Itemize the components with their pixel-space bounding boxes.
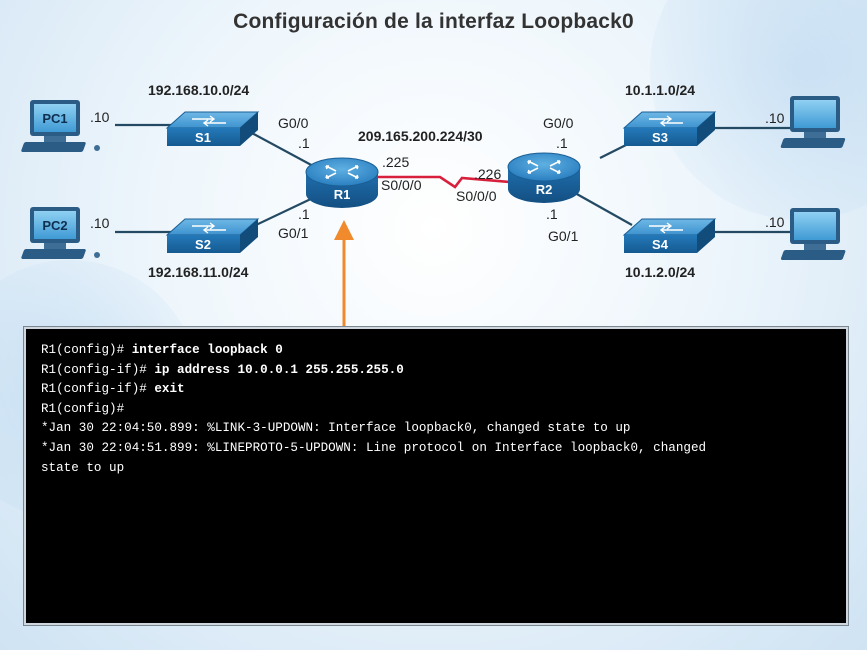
r1-g01-ip: .1 <box>298 206 310 222</box>
pc3-host-label: .10 <box>765 110 785 126</box>
router-r1-icon: R1 <box>305 157 379 208</box>
svg-text:S1: S1 <box>195 130 211 145</box>
cli-line: R1(config-if)# exit <box>41 382 185 397</box>
switch-s1-icon: S1 <box>165 111 260 146</box>
r1-s000-ip: .225 <box>382 154 410 170</box>
r1-s000-label: S0/0/0 <box>381 177 422 193</box>
pc1-icon: PC1 <box>21 100 100 152</box>
switch-s2-icon: S2 <box>165 218 260 253</box>
r1-g00-ip: .1 <box>298 135 310 151</box>
r2-g01-ip: .1 <box>546 206 558 222</box>
r2-g00-label: G0/0 <box>543 115 574 131</box>
pointer-arrow <box>334 220 354 326</box>
cli-terminal: R1(config)# interface loopback 0 R1(conf… <box>24 327 848 625</box>
network-label-10-1-1: 10.1.1.0/24 <box>625 82 696 98</box>
cli-line: *Jan 30 22:04:51.899: %LINEPROTO-5-UPDOW… <box>41 440 707 455</box>
r1-g01-label: G0/1 <box>278 225 309 241</box>
pc2-host-label: .10 <box>90 215 110 231</box>
network-topology: PC1 PC2 S1 S2 <box>21 96 846 326</box>
pc4-icon <box>780 208 846 260</box>
switch-s4-icon: S4 <box>622 218 717 253</box>
r2-s000-label: S0/0/0 <box>456 188 497 204</box>
r2-g01-label: G0/1 <box>548 228 579 244</box>
svg-text:R1: R1 <box>334 187 351 202</box>
link-r2-s4 <box>574 192 633 226</box>
switch-s3-icon: S3 <box>622 111 717 146</box>
router-r2-icon: R2 <box>507 152 581 203</box>
r1-g00-label: G0/0 <box>278 115 309 131</box>
cli-line: R1(config)# interface loopback 0 <box>41 343 283 357</box>
r2-g00-ip: .1 <box>556 135 568 151</box>
cli-line: R1(config-if)# ip address 10.0.0.1 255.2… <box>41 362 404 377</box>
svg-text:PC2: PC2 <box>42 218 67 233</box>
pc1-host-label: .10 <box>90 109 110 125</box>
diagram-title: Configuración de la interfaz Loopback0 <box>233 10 634 33</box>
svg-text:S2: S2 <box>195 237 211 252</box>
network-label-192-168-10: 192.168.10.0/24 <box>148 82 250 98</box>
network-label-192-168-11: 192.168.11.0/24 <box>148 264 249 280</box>
cli-line: state to up <box>41 460 125 475</box>
cli-line: *Jan 30 22:04:50.899: %LINK-3-UPDOWN: In… <box>41 421 631 436</box>
pc3-icon <box>780 96 846 148</box>
serial-link <box>375 175 511 189</box>
network-label-wan: 209.165.200.224/30 <box>358 128 483 144</box>
r2-s000-ip: .226 <box>474 166 502 182</box>
svg-text:R2: R2 <box>536 182 553 197</box>
pc2-icon: PC2 <box>21 207 100 259</box>
network-label-10-1-2: 10.1.2.0/24 <box>625 264 696 280</box>
pc4-host-label: .10 <box>765 214 785 230</box>
svg-text:S3: S3 <box>652 130 668 145</box>
svg-text:PC1: PC1 <box>42 111 67 126</box>
cli-line: R1(config)# <box>41 401 125 416</box>
svg-text:S4: S4 <box>652 237 669 252</box>
ethernet-links <box>115 123 790 235</box>
